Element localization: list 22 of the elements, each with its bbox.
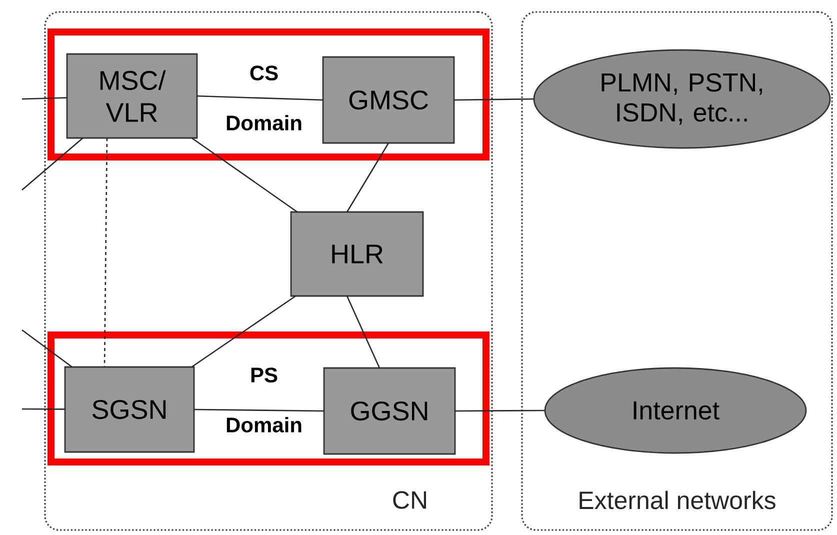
connection-line	[22, 97, 68, 100]
network-element-box: HLR	[290, 211, 424, 297]
network-element-box: MSC/ VLR	[66, 53, 198, 139]
connection-line	[191, 137, 298, 213]
domain-label: CS Domain	[226, 66, 302, 130]
connection-line	[22, 138, 84, 190]
network-element-box: GMSC	[322, 56, 455, 144]
connection-line	[22, 408, 65, 410]
domain-box	[48, 28, 490, 160]
domain-label: PS Domain	[226, 368, 302, 432]
connection-line	[22, 329, 72, 368]
connection-line	[196, 95, 324, 101]
connection-line	[346, 296, 380, 368]
connection-line	[104, 138, 108, 368]
domain-box	[48, 332, 490, 466]
network-element-box: GGSN	[323, 367, 456, 455]
connection-line	[191, 295, 296, 368]
connection-line	[194, 408, 324, 412]
connection-line	[455, 410, 546, 412]
connection-line	[346, 142, 390, 212]
connection-line	[454, 98, 534, 101]
network-element-box: SGSN	[64, 366, 195, 453]
